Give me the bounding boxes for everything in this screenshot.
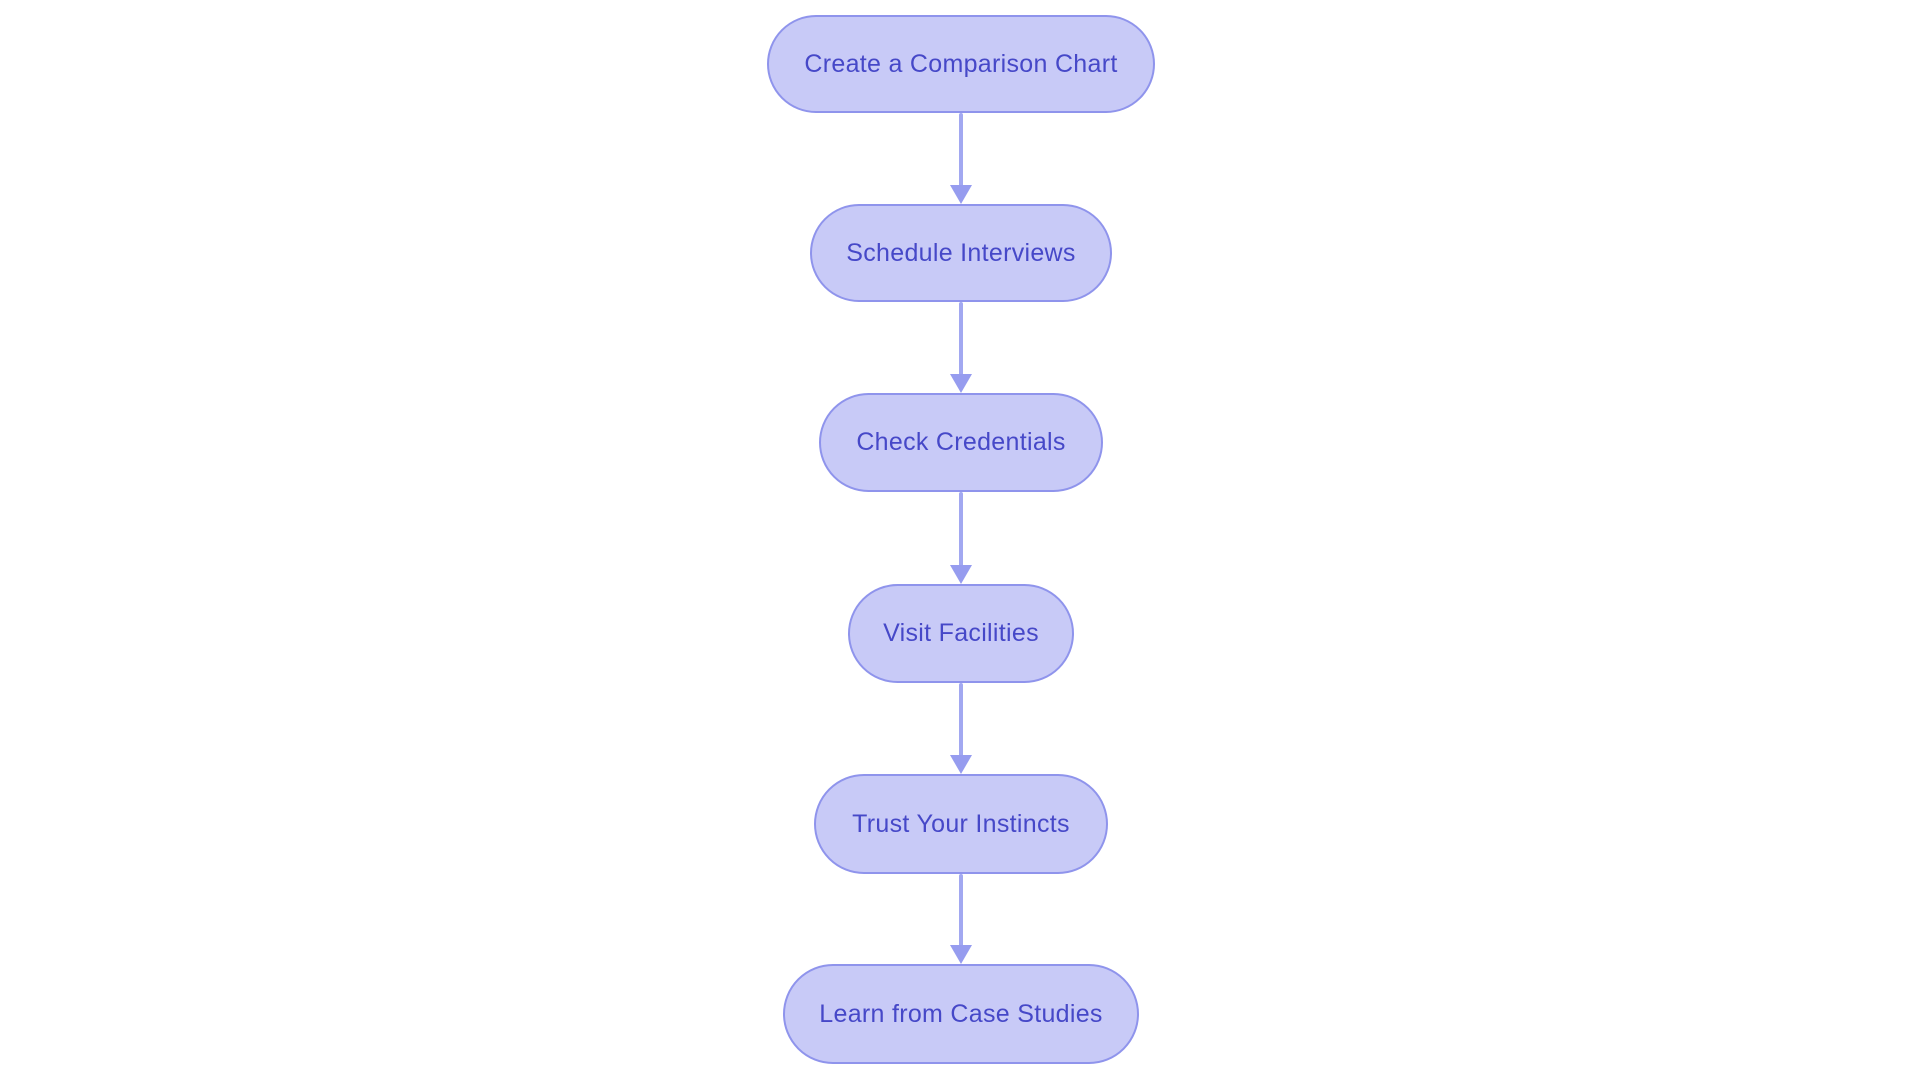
flow-node-5: Learn from Case Studies [783,964,1139,1064]
flow-node-4: Trust Your Instincts [814,774,1108,874]
arrowhead-down-icon [950,374,972,393]
arrowhead-down-icon [950,565,972,584]
connector-stem [959,492,963,567]
connector-stem [959,113,963,187]
flow-node-label: Schedule Interviews [846,238,1076,267]
arrowhead-down-icon [950,945,972,964]
flow-node-label: Learn from Case Studies [819,999,1103,1028]
arrowhead-down-icon [950,755,972,774]
flow-node-label: Visit Facilities [883,619,1039,647]
flow-node-1: Schedule Interviews [810,204,1112,302]
flow-node-label: Check Credentials [856,428,1066,456]
connector-stem [959,683,963,757]
connector-stem [959,302,963,376]
flow-node-label: Trust Your Instincts [852,809,1070,838]
connector-stem [959,874,963,947]
arrowhead-down-icon [950,185,972,204]
flow-node-3: Visit Facilities [848,584,1074,683]
flow-node-2: Check Credentials [819,393,1103,492]
flow-node-label: Create a Comparison Chart [804,49,1118,78]
flow-node-0: Create a Comparison Chart [767,15,1155,113]
